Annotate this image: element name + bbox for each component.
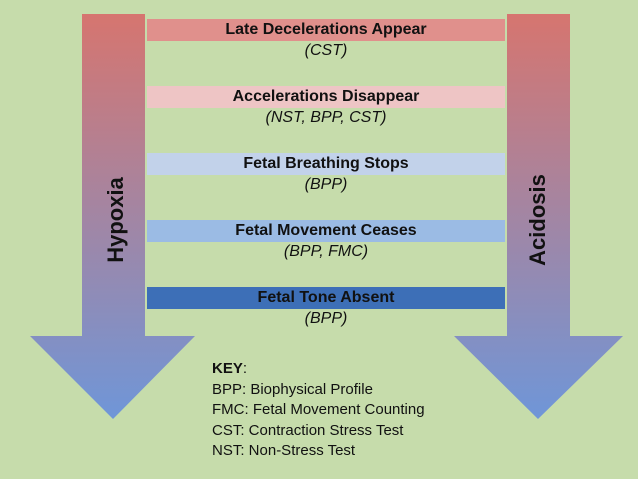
step-bar: Fetal Movement Ceases <box>147 220 505 242</box>
step-bar: Fetal Tone Absent <box>147 287 505 309</box>
step-tests: (BPP) <box>304 310 348 327</box>
step-tests: (CST) <box>304 42 348 59</box>
key-entry: BPP: Biophysical Profile <box>212 380 373 398</box>
right-down-arrow <box>454 14 623 419</box>
step-tone-absent: Fetal Tone Absent (BPP) <box>147 287 505 328</box>
key-entry: FMC: Fetal Movement Counting <box>212 401 425 418</box>
key-colon: : <box>242 360 248 377</box>
step-bar: Accelerations Disappear <box>147 86 505 108</box>
key-title: KEY <box>212 360 243 377</box>
step-late-decelerations: Late Decelerations Appear (CST) <box>147 19 505 60</box>
key-legend: KEY: BPP: Biophysical Profile FMC: Fetal… <box>212 359 425 462</box>
key-entry: CST: Contraction Stress Test <box>212 421 404 439</box>
step-tests: (BPP, FMC) <box>283 243 369 260</box>
step-tests: (NST, BPP, CST) <box>265 109 387 126</box>
left-down-arrow <box>30 14 195 419</box>
acidosis-label: Acidosis <box>525 174 550 266</box>
key-heading: KEY: <box>212 359 425 380</box>
step-accelerations-disappear: Accelerations Disappear (NST, BPP, CST) <box>147 86 505 127</box>
step-movement-ceases: Fetal Movement Ceases (BPP, FMC) <box>147 220 505 261</box>
step-tests: (BPP) <box>304 176 348 193</box>
hypoxia-label: Hypoxia <box>103 177 128 263</box>
step-bar: Fetal Breathing Stops <box>147 153 505 175</box>
step-breathing-stops: Fetal Breathing Stops (BPP) <box>147 153 505 194</box>
key-entry: NST: Non-Stress Test <box>212 442 356 459</box>
step-bar: Late Decelerations Appear <box>147 19 505 41</box>
